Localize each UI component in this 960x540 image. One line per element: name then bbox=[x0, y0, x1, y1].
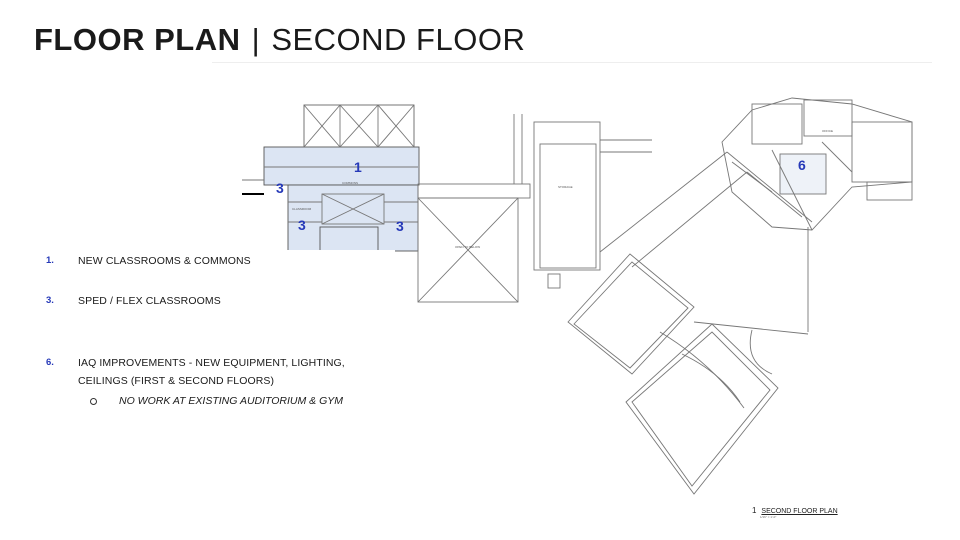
caption-number: 1 bbox=[752, 506, 757, 515]
room-label-classroom: CLASSROOM bbox=[292, 207, 312, 211]
circle-bullet-icon bbox=[90, 397, 97, 405]
floor-plan-drawing: 1 1 3 3 3 6 CLASSROOM COMMONS OPEN TO BE… bbox=[212, 62, 932, 495]
legend-text: SPED / FLEX CLASSROOMS bbox=[78, 295, 221, 307]
drawing-caption: 1 SECOND FLOOR PLAN 1/16" = 1'-0" bbox=[752, 506, 838, 519]
room-label-commons: COMMONS bbox=[342, 181, 358, 185]
plan-marker-6: 6 bbox=[798, 157, 806, 173]
page-title: FLOOR PLAN | SECOND FLOOR bbox=[34, 22, 525, 58]
caption-scale: 1/16" = 1'-0" bbox=[760, 515, 777, 519]
room-label-storage: STORAGE bbox=[558, 185, 573, 189]
legend-number: 3. bbox=[46, 295, 54, 306]
legend-panel: 1. NEW CLASSROOMS & COMMONS 3. SPED / FL… bbox=[40, 250, 395, 455]
legend-number: 1. bbox=[46, 255, 54, 266]
legend-sub-text: NO WORK AT EXISTING AUDITORIUM & GYM bbox=[119, 395, 344, 407]
title-separator: | bbox=[251, 22, 261, 57]
title-bold: FLOOR PLAN bbox=[34, 22, 241, 57]
room-label-office: OFFICE bbox=[822, 129, 833, 133]
legend-text: NEW CLASSROOMS & COMMONS bbox=[78, 255, 251, 267]
legend-number: 6. bbox=[46, 357, 54, 368]
legend-sub-item: NO WORK AT EXISTING AUDITORIUM & GYM bbox=[90, 395, 343, 407]
plan-marker-1-top: 1 bbox=[354, 159, 362, 175]
plan-marker-3-right: 3 bbox=[396, 218, 404, 234]
plan-marker-3-left: 3 bbox=[298, 217, 306, 233]
plan-marker-3-left-top: 3 bbox=[276, 180, 284, 196]
room-label-open-to-below: OPEN TO BELOW bbox=[455, 245, 480, 249]
title-light: SECOND FLOOR bbox=[271, 22, 526, 57]
caption-title: SECOND FLOOR PLAN bbox=[761, 508, 838, 515]
legend-text: IAQ IMPROVEMENTS - NEW EQUIPMENT, LIGHTI… bbox=[78, 357, 345, 387]
